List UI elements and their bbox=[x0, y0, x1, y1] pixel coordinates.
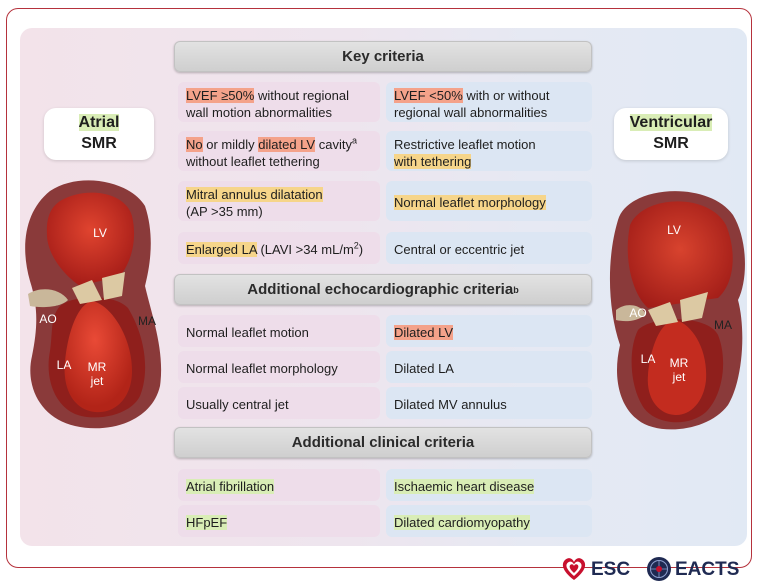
outer-frame bbox=[6, 8, 752, 568]
highlight-dilated-lv: Dilated LV bbox=[394, 325, 454, 340]
ventricular-smr-heart-illustration bbox=[609, 191, 745, 430]
ao-label-right: AO bbox=[629, 306, 647, 320]
atrial-label: Atrial bbox=[78, 114, 120, 131]
highlight-enlarged-la: Enlarged LA bbox=[186, 242, 257, 257]
echo-row1-right: Dilated LV bbox=[386, 315, 592, 347]
echo-row2-left: Normal leaflet morphology bbox=[178, 351, 380, 383]
lv-label-left: LV bbox=[93, 226, 107, 240]
lv-label-right: LV bbox=[667, 223, 681, 237]
text-line: Restrictive leaflet motion bbox=[394, 136, 536, 152]
text-line: Dilated MV annulus bbox=[394, 397, 507, 412]
highlight-annulus-dilatation: Mitral annulus dilatation bbox=[186, 186, 323, 202]
text-line: regional wall abnormalities bbox=[394, 104, 548, 120]
mr-word-left: MR bbox=[87, 360, 107, 374]
jet-word-left: jet bbox=[90, 374, 104, 388]
key-row2-right: Restrictive leaflet motion with tetherin… bbox=[386, 131, 592, 171]
text-line: Normal leaflet morphology bbox=[186, 361, 338, 376]
la-label-left: LA bbox=[56, 358, 72, 372]
highlight-dilated-lv: dilated LV bbox=[258, 136, 316, 152]
lvef-preserved: LVEF ≥50% bbox=[186, 87, 255, 103]
key-criteria-header: Key criteria bbox=[174, 41, 592, 72]
text-fragment: (LAVI >34 mL/m bbox=[256, 242, 354, 257]
esc-heart-logo-icon bbox=[562, 558, 586, 580]
superscript-2: 2 bbox=[353, 240, 359, 251]
key-row4-right: Central or eccentric jet bbox=[386, 232, 592, 264]
key-row2-left: No or mildly dilated LV cavitya without … bbox=[178, 131, 380, 171]
key-row4-left: Enlarged LA (LAVI >34 mL/m2) bbox=[178, 232, 380, 264]
mr-word-right: MR bbox=[669, 356, 689, 370]
jet-word-right: jet bbox=[672, 370, 686, 384]
eacts-logo-text: EACTS bbox=[675, 559, 740, 580]
echo-row3-left: Usually central jet bbox=[178, 387, 380, 419]
text-line: Dilated LA bbox=[394, 361, 454, 376]
ma-label-left: MA bbox=[138, 314, 156, 328]
highlight-tethering: with tethering bbox=[394, 153, 472, 169]
highlight-no: No bbox=[186, 136, 203, 152]
key-row3-right: Normal leaflet morphology bbox=[386, 181, 592, 221]
clinical-row1-left: Atrial fibrillation bbox=[178, 469, 380, 501]
text-line: Usually central jet bbox=[186, 397, 289, 412]
text-line: wall motion abnormalities bbox=[186, 104, 332, 120]
text-fragment: ) bbox=[358, 242, 364, 257]
highlight-normal-leaflet: Normal leaflet morphology bbox=[394, 195, 546, 210]
key-criteria-title: Key criteria bbox=[342, 48, 424, 65]
key-row1-right: LVEF <50% with or without regional wall … bbox=[386, 82, 592, 122]
eacts-globe-logo-icon bbox=[647, 557, 671, 581]
mr-jet-label-right: MR jet bbox=[662, 356, 696, 384]
text-fragment: or mildly bbox=[202, 136, 259, 152]
la-label-right: LA bbox=[640, 352, 656, 366]
atrial-smr-heart-illustration bbox=[25, 180, 162, 429]
echo-row2-right: Dilated LA bbox=[386, 351, 592, 383]
smr-label-right: SMR bbox=[653, 135, 689, 152]
echo-row3-right: Dilated MV annulus bbox=[386, 387, 592, 419]
echo-row1-left: Normal leaflet motion bbox=[178, 315, 380, 347]
clinical-criteria-header: Additional clinical criteria bbox=[174, 427, 592, 458]
atrial-smr-title: Atrial SMR bbox=[44, 108, 154, 160]
ao-label-left: AO bbox=[39, 312, 57, 326]
text-line: Normal leaflet motion bbox=[186, 325, 309, 340]
key-row3-left: Mitral annulus dilatation (AP >35 mm) bbox=[178, 181, 380, 221]
clinical-criteria-title: Additional clinical criteria bbox=[291, 434, 475, 451]
echo-criteria-title: Additional echocardiographic criteria bbox=[247, 281, 514, 298]
text-fragment: with or without bbox=[462, 87, 550, 103]
text-line: without leaflet tethering bbox=[186, 153, 320, 169]
highlight-atrial-fibrillation: Atrial fibrillation bbox=[186, 479, 275, 494]
esc-logo-text: ESC bbox=[591, 559, 631, 580]
mr-jet-label-left: MR jet bbox=[80, 360, 114, 388]
clinical-row1-right: Ischaemic heart disease bbox=[386, 469, 592, 501]
key-row1-left: LVEF ≥50% without regional wall motion a… bbox=[178, 82, 380, 122]
text-line: (AP >35 mm) bbox=[186, 203, 263, 219]
highlight-hfpef: HFpEF bbox=[186, 515, 228, 530]
lvef-reduced: LVEF <50% bbox=[394, 87, 463, 103]
smr-label-left: SMR bbox=[81, 135, 117, 152]
ventricular-label: Ventricular bbox=[629, 114, 713, 131]
clinical-row2-right: Dilated cardiomyopathy bbox=[386, 505, 592, 537]
ma-label-right: MA bbox=[714, 318, 732, 332]
ventricular-smr-title: Ventricular SMR bbox=[614, 108, 728, 160]
footnote-a: a bbox=[351, 135, 357, 146]
clinical-row2-left: HFpEF bbox=[178, 505, 380, 537]
highlight-dilated-cardiomyopathy: Dilated cardiomyopathy bbox=[394, 515, 530, 530]
highlight-ischaemic-heart-disease: Ischaemic heart disease bbox=[394, 479, 535, 494]
text-line: Central or eccentric jet bbox=[394, 242, 525, 257]
text-fragment: cavity bbox=[315, 136, 352, 152]
text-fragment: without regional bbox=[254, 87, 349, 103]
